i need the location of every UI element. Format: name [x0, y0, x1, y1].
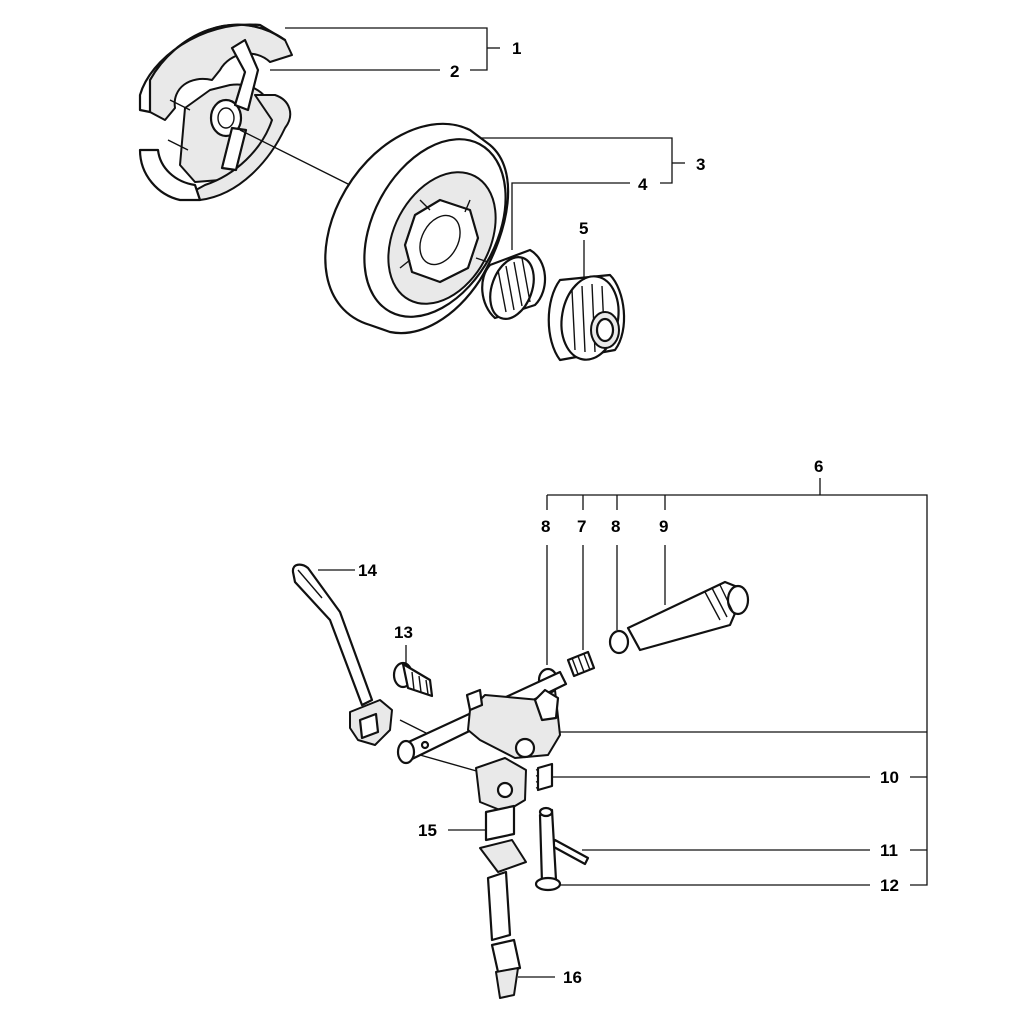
- callout-11: 11: [880, 841, 898, 860]
- callout-1: 1: [512, 39, 521, 58]
- rod-end[interactable]: [486, 870, 522, 999]
- clutch-drum[interactable]: [324, 115, 534, 341]
- callout-12: 12: [880, 876, 899, 895]
- callout-2: 2: [450, 62, 459, 81]
- brake-lever[interactable]: [291, 563, 393, 746]
- spring-small[interactable]: [566, 650, 596, 678]
- callout-4: 4: [638, 175, 648, 194]
- washer-right[interactable]: [608, 629, 630, 655]
- callout-15: 15: [418, 821, 437, 840]
- pin[interactable]: [550, 838, 590, 866]
- top-leader-lines: [270, 27, 685, 280]
- rim-sprocket[interactable]: [547, 272, 626, 364]
- plunger[interactable]: [534, 806, 562, 892]
- callout-6: 6: [814, 457, 823, 476]
- brake-bracket[interactable]: [465, 688, 561, 759]
- callout-8-left: 8: [541, 517, 550, 536]
- spring-vertical[interactable]: [535, 762, 554, 792]
- callout-9: 9: [659, 517, 668, 536]
- callout-8-right: 8: [611, 517, 620, 536]
- needle-bearing[interactable]: [481, 248, 547, 325]
- shaft[interactable]: [626, 580, 750, 652]
- bottom-leader-lines: [318, 478, 928, 978]
- callout-10: 10: [880, 768, 899, 787]
- callout-5: 5: [579, 219, 588, 238]
- callout-3: 3: [696, 155, 705, 174]
- bolt[interactable]: [392, 661, 434, 698]
- callout-13: 13: [394, 623, 413, 642]
- callout-16: 16: [563, 968, 582, 987]
- callout-14: 14: [358, 561, 377, 580]
- brake-block[interactable]: [475, 757, 527, 873]
- callout-7: 7: [577, 517, 586, 536]
- clutch-assembly[interactable]: [138, 23, 351, 202]
